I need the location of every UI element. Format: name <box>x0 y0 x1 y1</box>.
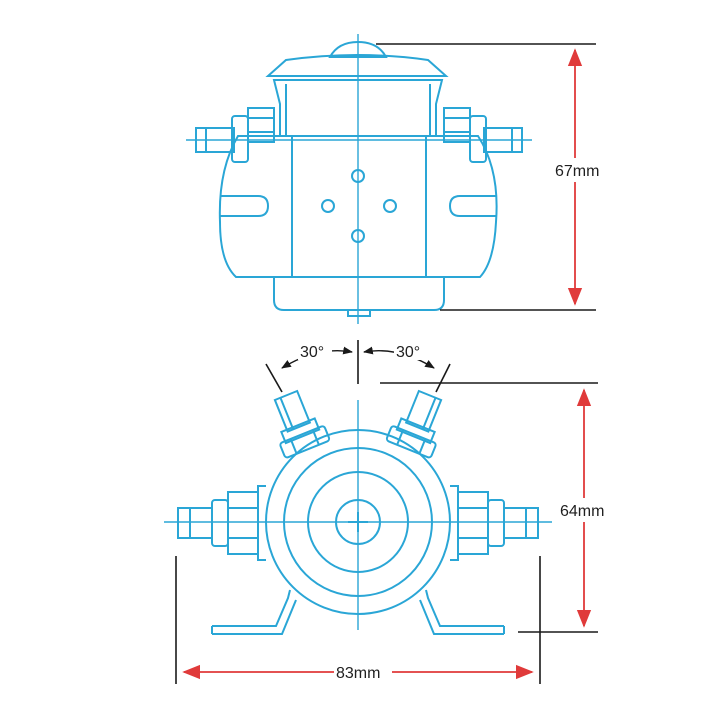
left-angled-terminal <box>273 389 331 459</box>
right-mount-slot <box>448 195 496 217</box>
right-side-bolt <box>457 491 539 555</box>
height-dimension-bottom: 64mm <box>380 382 616 633</box>
bottom-cup <box>273 276 445 311</box>
angle-label-left: 30° <box>300 344 324 361</box>
mounting-bracket <box>212 589 504 627</box>
angle-annotations: 30° 30° <box>265 340 451 393</box>
height-label-top: 67mm <box>555 163 599 180</box>
width-label-bottom: 83mm <box>336 665 380 682</box>
width-dimension-bottom: 83mm <box>175 556 541 684</box>
left-mount-slot <box>220 195 270 217</box>
height-dimension-top: 67mm <box>376 43 610 311</box>
front-view <box>164 389 552 635</box>
angle-label-right: 30° <box>396 344 420 361</box>
right-angled-terminal <box>385 389 443 459</box>
left-side-bolt <box>177 491 259 555</box>
height-label-bottom: 64mm <box>560 503 604 520</box>
top-cap <box>265 54 449 77</box>
main-body <box>218 135 498 278</box>
side-view <box>186 34 532 324</box>
